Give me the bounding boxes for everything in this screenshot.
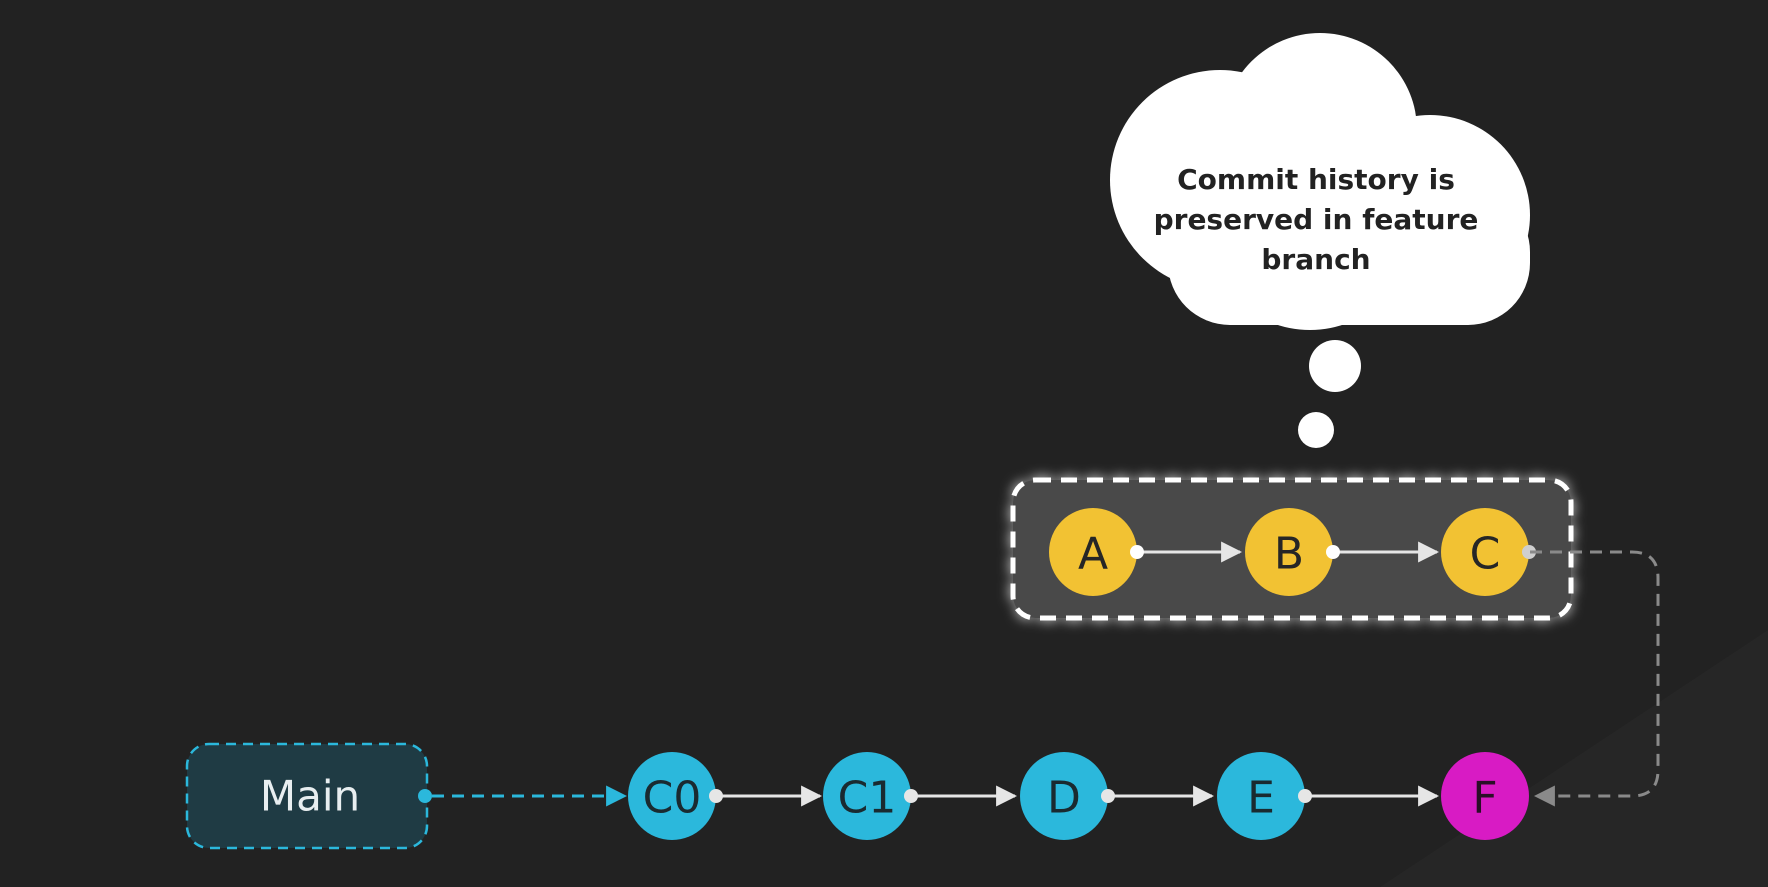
commit-c-label: C: [1470, 529, 1501, 580]
commit-a-label: A: [1078, 529, 1108, 580]
main-branch-commits: C0 C1 D E F: [628, 752, 1529, 840]
merge-line: [1530, 550, 1660, 807]
commit-e-connector: [1298, 789, 1312, 803]
commit-b-label: B: [1274, 529, 1304, 580]
feature-branch-group: A B C: [1010, 477, 1574, 621]
commit-b-connector: [1326, 545, 1340, 559]
commit-e-label: E: [1247, 773, 1275, 824]
thought-dot-small: [1298, 412, 1334, 448]
commit-b-circle[interactable]: [1245, 508, 1333, 596]
cloud-shape: [1110, 33, 1530, 330]
commit-f-merge-circle[interactable]: [1441, 752, 1529, 840]
thought-dot-large: [1309, 340, 1361, 392]
background-shade: [1380, 630, 1768, 887]
cloud-text-line-2: preserved in feature: [1154, 203, 1479, 236]
commit-c1-label: C1: [838, 773, 897, 824]
commit-d-circle[interactable]: [1020, 752, 1108, 840]
thought-bubble: Commit history is preserved in feature b…: [1110, 33, 1530, 448]
commit-c1-connector: [904, 789, 918, 803]
commit-e-circle[interactable]: [1217, 752, 1305, 840]
main-branch-label-group[interactable]: Main: [185, 742, 432, 850]
cloud-text-line-3: branch: [1261, 243, 1370, 276]
commit-d-label: D: [1047, 773, 1081, 824]
main-branch-connector: [418, 789, 432, 803]
commit-c-circle[interactable]: [1441, 508, 1529, 596]
commit-c0-label: C0: [643, 773, 702, 824]
commit-c0-connector: [709, 789, 723, 803]
main-branch-label: Main: [260, 772, 360, 821]
commit-a-circle[interactable]: [1049, 508, 1137, 596]
commit-c-connector: [1522, 545, 1536, 559]
cloud-text-line-1: Commit history is: [1177, 163, 1455, 196]
commit-a-connector: [1130, 545, 1144, 559]
commit-d-connector: [1101, 789, 1115, 803]
commit-f-label: F: [1472, 773, 1497, 824]
commit-c0-circle[interactable]: [628, 752, 716, 840]
commit-c1-circle[interactable]: [823, 752, 911, 840]
